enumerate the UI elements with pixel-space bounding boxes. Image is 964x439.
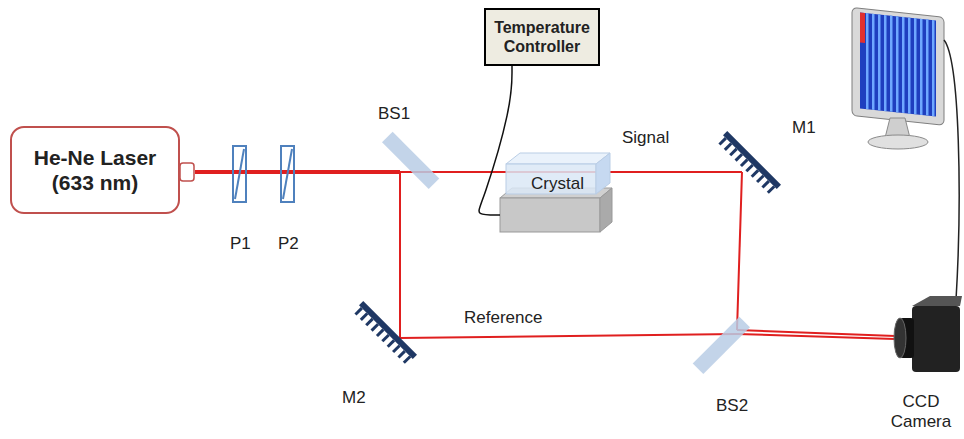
part-label: M2 xyxy=(340,388,368,408)
part-label: BS2 xyxy=(714,396,750,416)
node-text: He-Ne Laser (633 nm) xyxy=(20,145,170,195)
camera-cable xyxy=(944,40,959,300)
laser-aperture xyxy=(180,163,194,181)
beam-splitter xyxy=(693,317,750,374)
beam-label: Signal xyxy=(620,128,671,148)
mirror xyxy=(717,131,781,195)
crystal: Crystal xyxy=(500,150,615,235)
part-label: M1 xyxy=(790,118,818,138)
crystal-shape xyxy=(500,153,612,232)
beam-label: Reference xyxy=(462,308,544,328)
monitor-icon xyxy=(852,8,944,149)
ccd-camera-icon xyxy=(894,296,962,372)
node-text: Temperature Controller xyxy=(490,18,594,56)
controller-box: Temperature Controller xyxy=(484,8,600,66)
mirror xyxy=(353,301,417,365)
polarizer xyxy=(233,146,294,202)
mirror xyxy=(353,131,781,365)
control-wire xyxy=(479,66,512,215)
part-label: P2 xyxy=(276,234,301,254)
camera-label: CCD Camera xyxy=(880,392,962,431)
laser-box: He-Ne Laser (633 nm) xyxy=(10,126,180,214)
node-text: Crystal xyxy=(531,174,584,194)
beam-splitter xyxy=(382,132,439,189)
part-label: P1 xyxy=(228,234,253,254)
part-label: BS1 xyxy=(376,104,412,124)
laser-beam xyxy=(195,172,895,339)
